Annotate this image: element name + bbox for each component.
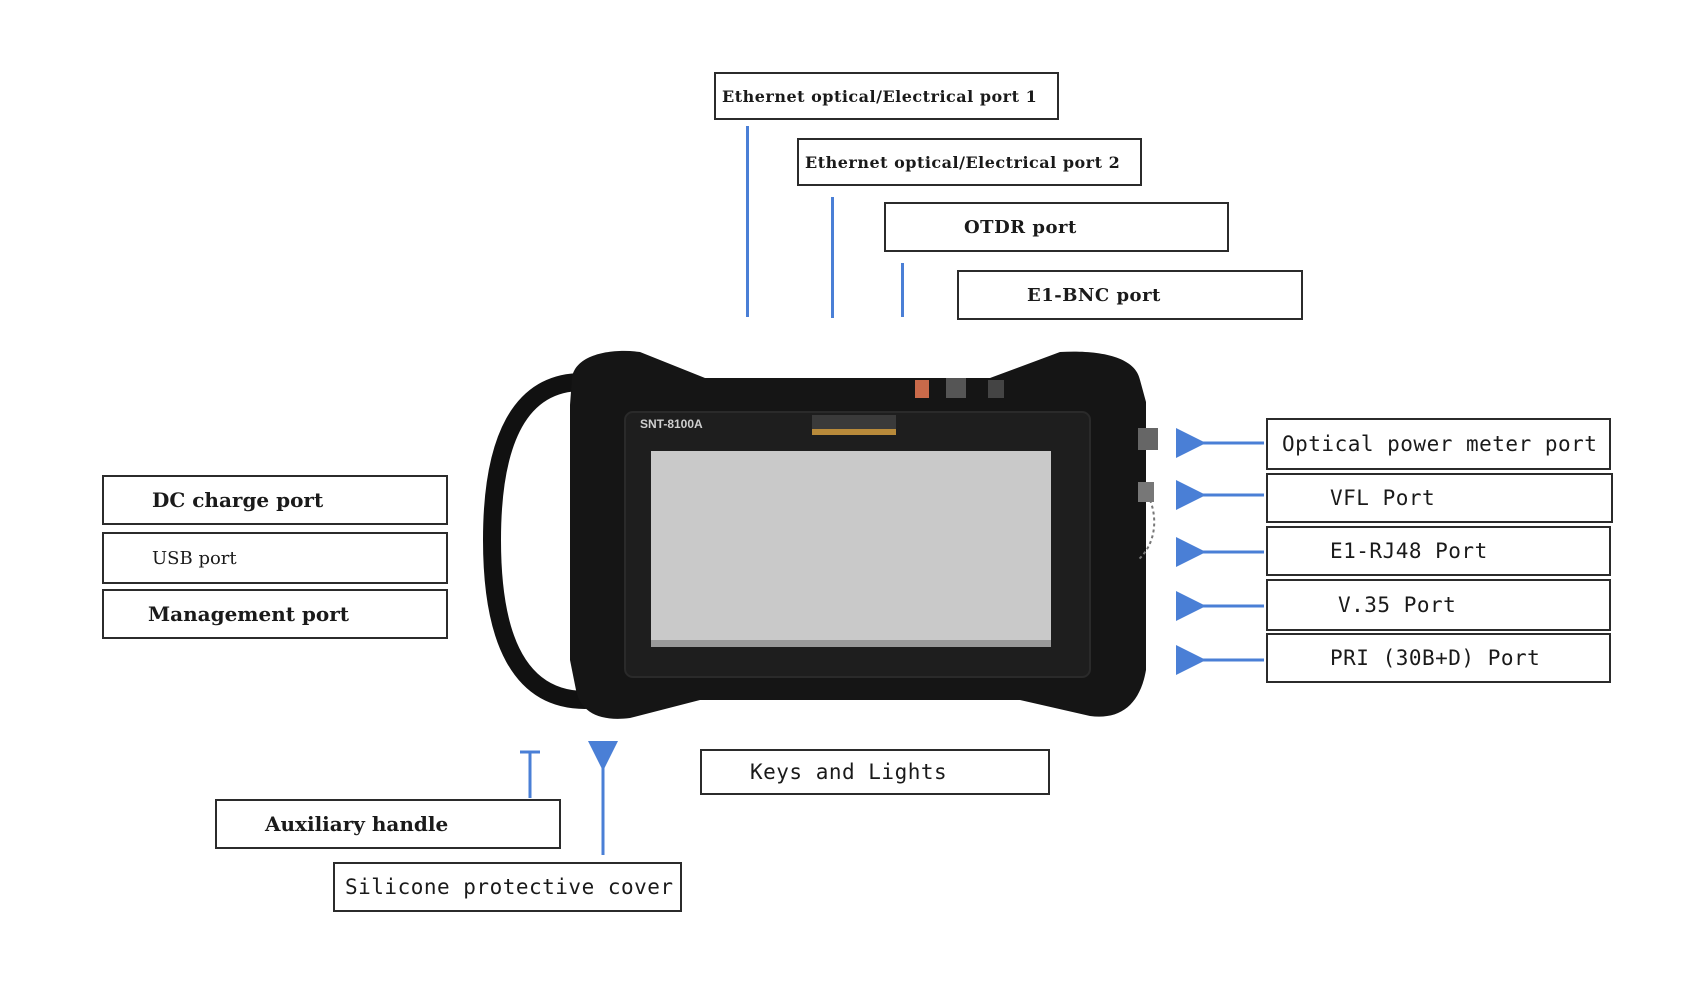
dc-charge-port-text: DC charge port — [152, 488, 324, 512]
silicone-cover-label: Silicone protective cover — [333, 862, 682, 912]
vfl-port-label: VFL Port — [1266, 473, 1613, 523]
keys-and-lights-text: Keys and Lights — [750, 760, 948, 784]
optical-power-meter-port-label: Optical power meter port — [1266, 418, 1611, 470]
eth-port-2-text: Ethernet optical/Electrical port 2 — [805, 152, 1121, 172]
otdr-port-label: OTDR port — [884, 202, 1229, 252]
pri-port-text: PRI (30B+D) Port — [1330, 646, 1541, 670]
vfl-port-text: VFL Port — [1330, 486, 1436, 510]
device-screen — [651, 451, 1051, 647]
device-model: SNT-8100A — [640, 417, 703, 431]
e1-bnc-port-text: E1-BNC port — [1027, 284, 1161, 306]
auxiliary-handle-label: Auxiliary handle — [215, 799, 561, 849]
eth-port-1-text: Ethernet optical/Electrical port 1 — [722, 86, 1038, 106]
dc-charge-port-label: DC charge port — [102, 475, 448, 525]
connector-2 — [988, 380, 1004, 398]
eth-port-2-label: Ethernet optical/Electrical port 2 — [797, 138, 1142, 186]
eth-port-1-label: Ethernet optical/Electrical port 1 — [714, 72, 1059, 120]
e1-rj48-port-label: E1-RJ48 Port — [1266, 526, 1611, 576]
management-port-label: Management port — [102, 589, 448, 639]
eth-port-1-pointer — [746, 126, 749, 317]
handle-strap — [482, 372, 594, 709]
otdr-port-text: OTDR port — [964, 216, 1077, 238]
keys-and-lights-label: Keys and Lights — [700, 749, 1050, 795]
connector-red — [915, 380, 929, 398]
management-port-text: Management port — [148, 602, 350, 626]
eth-port-2-pointer — [831, 197, 834, 318]
otdr-port-pointer — [901, 263, 904, 317]
e1-bnc-port-label: E1-BNC port — [957, 270, 1303, 320]
e1-rj48-port-text: E1-RJ48 Port — [1330, 539, 1488, 563]
auxiliary-handle-text: Auxiliary handle — [265, 812, 449, 836]
v35-port-text: V.35 Port — [1338, 593, 1457, 617]
side-connector-1 — [1138, 428, 1158, 450]
silicone-cover-text: Silicone protective cover — [345, 875, 674, 899]
v35-port-label: V.35 Port — [1266, 579, 1611, 631]
pri-port-label: PRI (30B+D) Port — [1266, 633, 1611, 683]
usb-port-label: USB port — [102, 532, 448, 584]
optical-power-meter-port-text: Optical power meter port — [1282, 432, 1598, 456]
connector-1 — [946, 378, 966, 398]
side-connector-2 — [1138, 482, 1154, 502]
usb-port-text: USB port — [152, 547, 237, 569]
